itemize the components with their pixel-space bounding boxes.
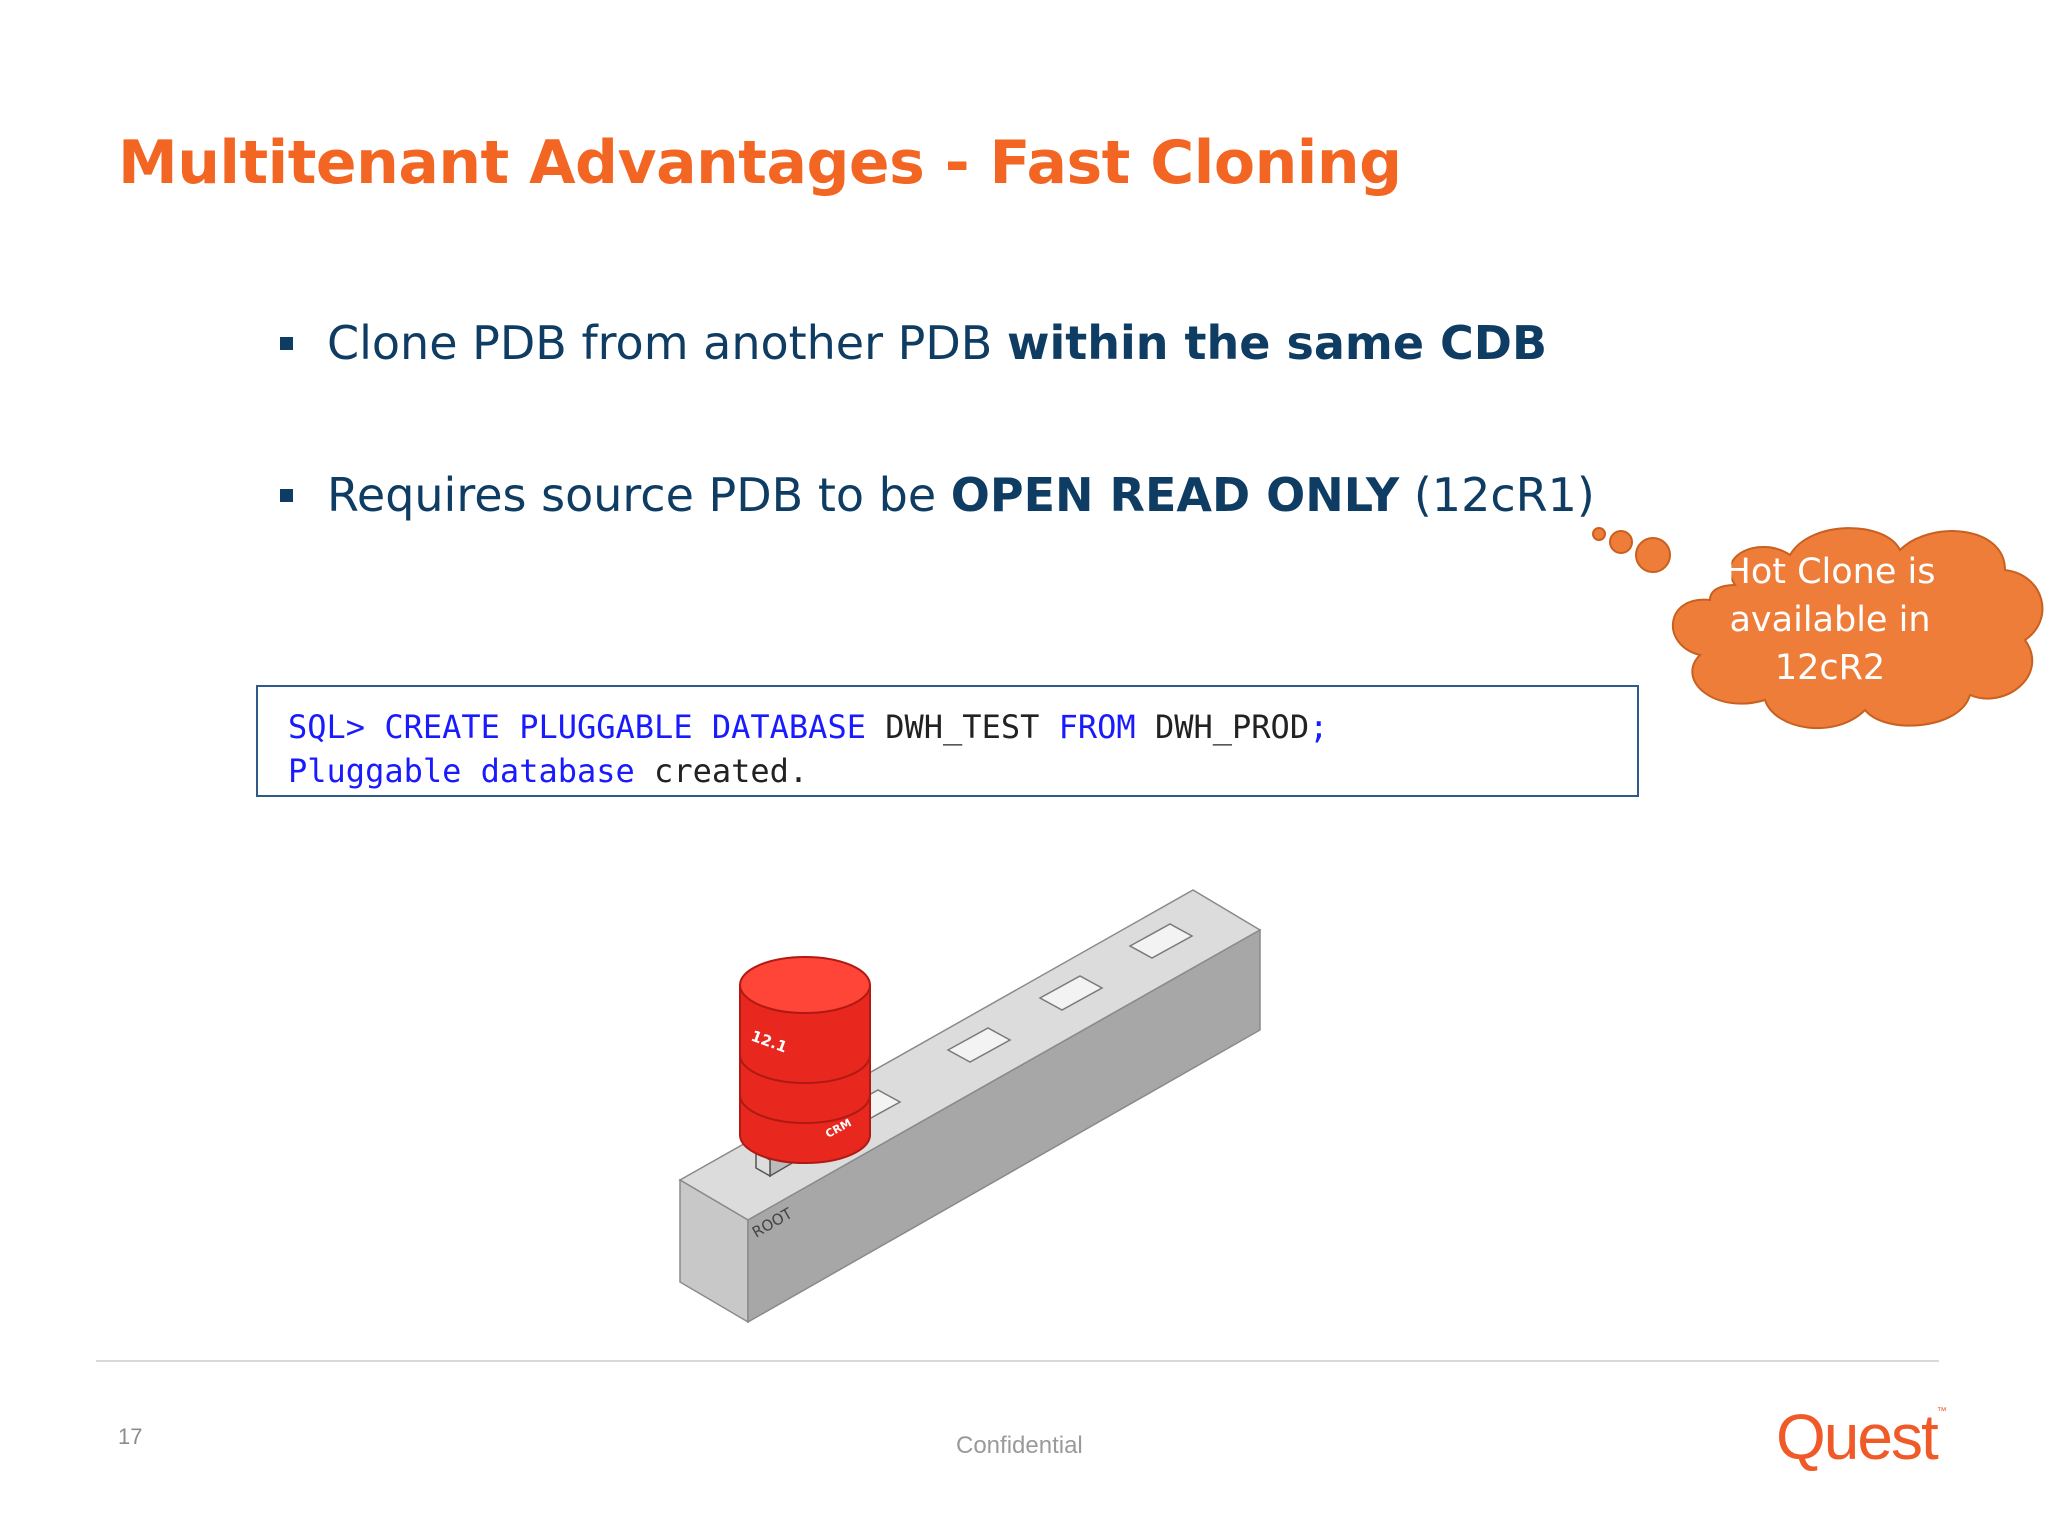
page-number: 17 <box>118 1424 143 1449</box>
confidential-label: Confidential <box>956 1432 1083 1459</box>
sql-terminator: ; <box>1309 708 1329 746</box>
thought-cloud <box>1592 527 2044 730</box>
bullet-text: Requires source PDB to be <box>327 468 951 522</box>
bullet-emphasis: within the same CDB <box>1006 316 1548 370</box>
slide-title: Multitenant Advantages - Fast Cloning <box>118 128 1402 198</box>
bullet-marker <box>280 336 293 350</box>
bullet-emphasis: OPEN READ ONLY <box>950 468 1400 522</box>
bullet-clone: Clone PDB from another PDB within the sa… <box>280 316 1547 370</box>
sql-output-keyword: Pluggable database <box>288 752 635 790</box>
pdb-slots <box>836 923 1194 1125</box>
cdb-illustration: 12.1 CRM ROOT <box>678 889 1262 1324</box>
database-icon: 12.1 CRM <box>739 956 871 1164</box>
sql-output-text: created. <box>654 752 809 790</box>
bullet-suffix: (12cR1) <box>1399 468 1595 522</box>
logo-trademark: ™ <box>1936 1406 1947 1417</box>
sql-keyword: CREATE PLUGGABLE DATABASE <box>384 708 866 746</box>
container-side <box>747 928 1261 1324</box>
sql-identifier: DWH_TEST <box>885 708 1040 746</box>
footer-divider <box>96 1360 1939 1362</box>
bullet-requires: Requires source PDB to be OPEN READ ONLY… <box>280 468 1595 522</box>
sql-prompt: SQL> <box>288 708 366 746</box>
callout-line: 12cR2 <box>1774 648 1886 688</box>
callout-text: Hot Clone is available in 12cR2 <box>1660 548 2000 692</box>
sql-identifier: DWH_PROD <box>1154 708 1310 746</box>
bullet-text: Clone PDB from another PDB <box>327 316 1007 370</box>
logo-text: Quest <box>1776 1401 1939 1473</box>
sql-keyword: FROM <box>1058 708 1136 746</box>
bullet-marker <box>280 488 293 502</box>
quest-logo: Quest™ <box>1776 1400 1947 1474</box>
callout-line: Hot Clone is <box>1724 552 1936 592</box>
slot <box>1128 923 1194 959</box>
slot <box>1038 975 1104 1011</box>
slot <box>946 1027 1012 1063</box>
callout-line: available in <box>1729 600 1931 640</box>
sql-code-box: SQL> CREATE PLUGGABLE DATABASE DWH_TEST … <box>256 685 1639 797</box>
